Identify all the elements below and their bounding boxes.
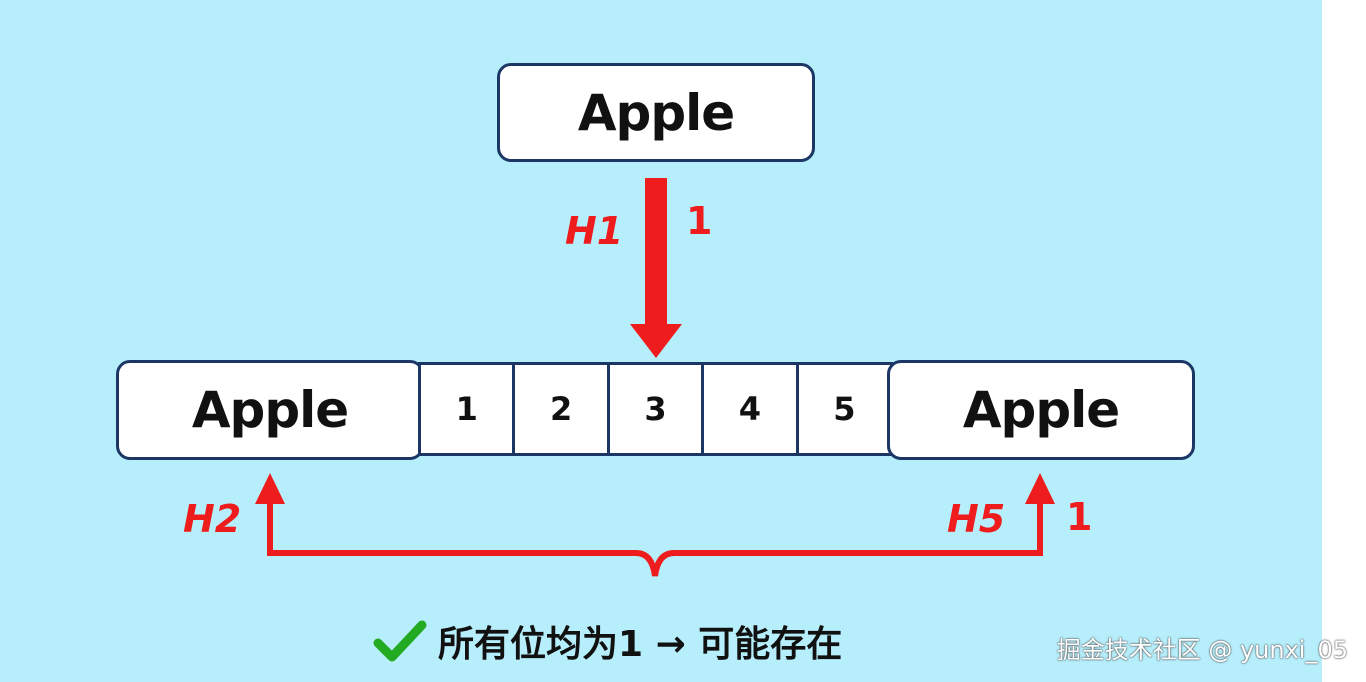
bracket-connector (267, 504, 1043, 577)
right-apple-label: Apple (962, 381, 1120, 439)
bit-cell: 4 (704, 365, 799, 453)
check-icon (373, 620, 427, 662)
result-caption-text: 所有位均为1 → 可能存在 (438, 624, 843, 665)
hash-arrows (255, 178, 1055, 577)
h1-label: H1 (565, 209, 624, 253)
top-apple-box: Apple (497, 63, 815, 162)
h2-arrow (255, 473, 285, 504)
h1-arrow (630, 178, 682, 358)
bit-cell: 3 (610, 365, 705, 453)
bit-cell: 1 (421, 365, 516, 453)
top-apple-label: Apple (577, 83, 735, 142)
bit-cell: 5 (833, 390, 856, 428)
h2-label: H2 (183, 497, 242, 541)
bit-cell: 2 (515, 365, 610, 453)
h5-bit-label: 1 (1066, 495, 1093, 539)
h5-arrow (1025, 473, 1055, 504)
h1-bit-label: 1 (686, 199, 713, 243)
watermark: 掘金技术社区 @ yunxi_05 (1056, 636, 1348, 664)
bit-array: 1 2 3 4 5 (418, 362, 893, 456)
right-apple-box: Apple (887, 360, 1195, 460)
left-apple-box: Apple (116, 360, 424, 460)
h5-label: H5 (947, 497, 1006, 541)
left-apple-label: Apple (191, 381, 349, 439)
result-caption: 所有位均为1 → 可能存在 (372, 615, 842, 667)
